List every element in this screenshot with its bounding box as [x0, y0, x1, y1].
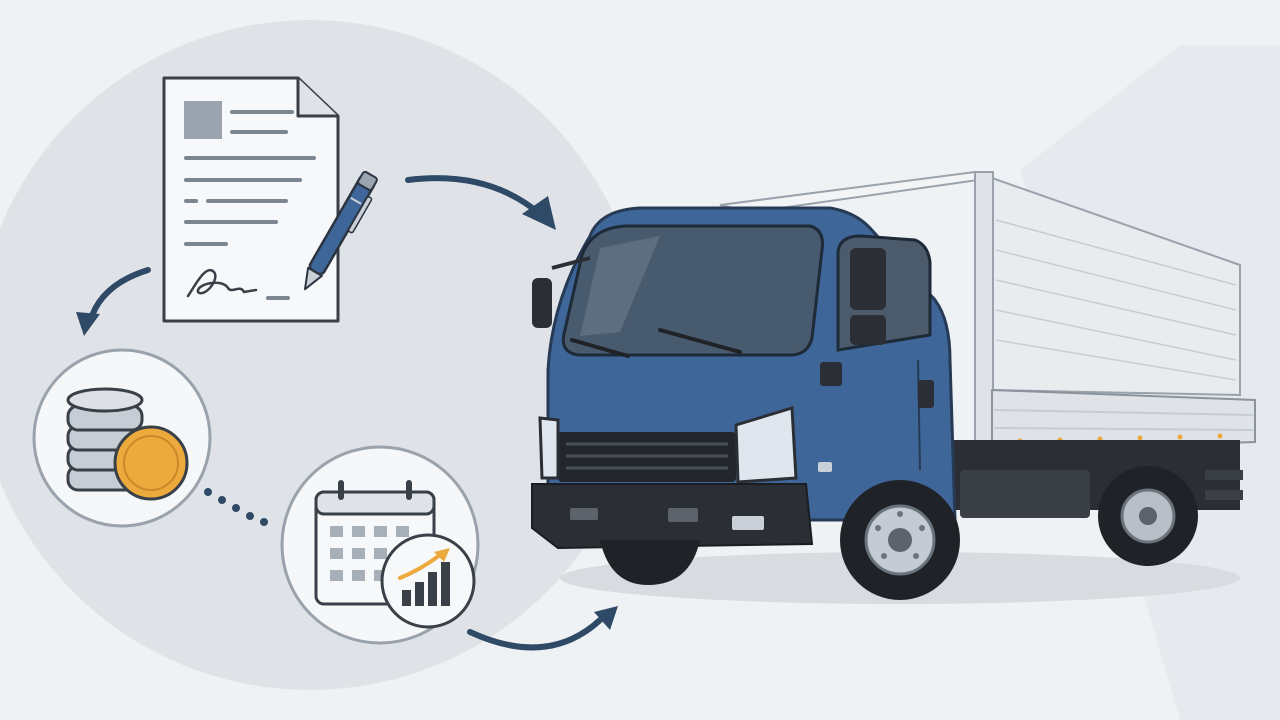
calendar-icon: [280, 445, 480, 645]
document-text-lines: [184, 110, 316, 300]
signature-icon: [186, 268, 258, 298]
arrow-contract-to-truck: [405, 175, 543, 217]
gold-coin: [113, 425, 189, 501]
side-mirror: [850, 248, 886, 310]
wipers: [570, 328, 742, 358]
coin-stack-icon: [32, 348, 212, 528]
headlight-left: [538, 416, 560, 480]
contract-document-icon: [162, 76, 340, 323]
box-truck-icon: [531, 170, 1256, 604]
arrowheads: [76, 196, 618, 630]
headlight-right: [734, 406, 798, 484]
rear-wheel: [1098, 466, 1198, 566]
dotted-connector: [204, 488, 268, 526]
left-mirror: [532, 278, 552, 328]
door-handle: [918, 380, 934, 408]
arrow-calendar-to-truck: [467, 617, 603, 651]
box-panel-lines: [995, 219, 1237, 381]
front-wheel-left: [600, 540, 700, 585]
grille-slats: [566, 442, 728, 470]
fuel-tank: [960, 470, 1090, 518]
background-circle: [0, 20, 645, 690]
pen-icon: [304, 170, 378, 291]
photo-placeholder: [184, 101, 222, 139]
growth-chart-icon: [380, 533, 476, 629]
front-wheel-right: [840, 480, 960, 600]
cargo-box: [719, 170, 1256, 453]
